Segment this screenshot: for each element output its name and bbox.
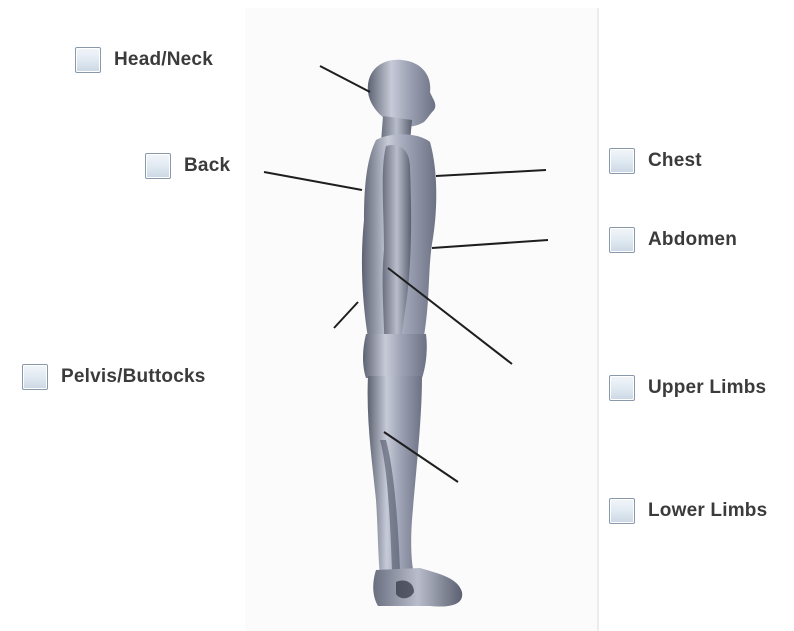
abdomen-label: Abdomen [648,229,737,251]
back-option[interactable]: Back [145,153,230,179]
lower-limbs-option[interactable]: Lower Limbs [609,498,767,524]
leader-line-head-neck [320,66,370,92]
chest-option[interactable]: Chest [609,148,702,174]
back-label: Back [184,155,230,177]
upper-limbs-checkbox[interactable] [609,375,635,401]
back-checkbox[interactable] [145,153,171,179]
upper-limbs-option[interactable]: Upper Limbs [609,375,766,401]
lower-limbs-checkbox[interactable] [609,498,635,524]
head-neck-checkbox[interactable] [75,47,101,73]
hips-shape [363,334,427,378]
abdomen-option[interactable]: Abdomen [609,227,737,253]
chest-label: Chest [648,150,702,172]
head-shape [368,60,436,127]
pelvis-buttocks-option[interactable]: Pelvis/Buttocks [22,364,206,390]
feet-shape [373,568,462,606]
pelvis-buttocks-label: Pelvis/Buttocks [61,366,206,388]
leader-line-abdomen [432,240,548,248]
leader-line-pelvis-buttocks [334,302,358,328]
upper-limbs-label: Upper Limbs [648,377,766,399]
leader-line-back [264,172,362,190]
chest-checkbox[interactable] [609,148,635,174]
head-neck-option[interactable]: Head/Neck [75,47,213,73]
pelvis-buttocks-checkbox[interactable] [22,364,48,390]
leader-line-chest [436,170,546,176]
abdomen-checkbox[interactable] [609,227,635,253]
lower-limbs-label: Lower Limbs [648,500,767,522]
head-neck-label: Head/Neck [114,49,213,71]
body-silhouette [362,60,462,607]
